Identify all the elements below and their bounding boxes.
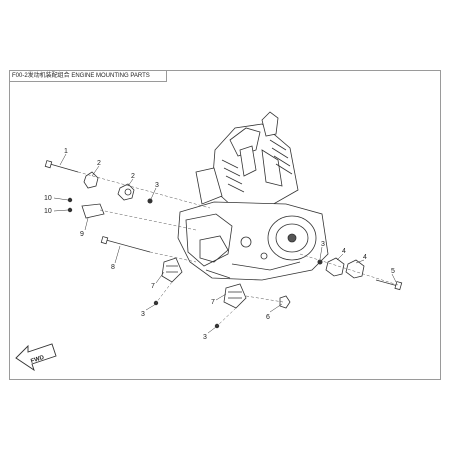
engine-assembly — [177, 111, 329, 281]
callout-4a: 4 — [342, 248, 346, 255]
callout-1: 1 — [64, 148, 68, 155]
callout-10a: 10 — [44, 195, 52, 202]
callout-5: 5 — [391, 268, 395, 275]
part-2-bushing-b — [117, 183, 135, 201]
part-4-bushing-b — [345, 259, 365, 279]
part-8-bolt — [100, 236, 151, 253]
part-2-bushing-a — [83, 171, 99, 189]
callout-3a: 3 — [155, 182, 159, 189]
callout-9: 9 — [80, 231, 84, 238]
callout-10b: 10 — [44, 208, 52, 215]
part-5-bolt — [375, 279, 403, 291]
callout-7b: 7 — [211, 299, 215, 306]
fwd-arrow-icon: FWD — [15, 343, 57, 372]
callout-4b: 4 — [363, 254, 367, 261]
part-4-bushing-a — [325, 257, 345, 277]
part-6-nut — [279, 295, 291, 309]
callout-3d: 3 — [321, 241, 325, 248]
assembly-guide-lines — [77, 171, 399, 327]
part-9-spacer-tube — [67, 197, 105, 219]
part-7-bracket-right — [223, 283, 247, 309]
callout-3c: 3 — [203, 334, 207, 341]
callout-leaders — [53, 153, 397, 334]
callout-6: 6 — [266, 314, 270, 321]
diagram-title: F00-2发动机装配组合 ENGINE MOUNTING PARTS — [9, 70, 167, 82]
callout-2b: 2 — [131, 173, 135, 180]
callout-3b: 3 — [141, 311, 145, 318]
callout-2a: 2 — [97, 160, 101, 167]
part-1-long-bolt — [44, 160, 79, 173]
callout-8: 8 — [111, 264, 115, 271]
diagram-border — [9, 70, 441, 380]
fwd-label: FWD — [30, 355, 45, 365]
part-7-bracket-left — [161, 257, 183, 283]
callout-labels: 1 2 2 3 10 10 9 8 7 3 7 3 6 3 4 4 5 — [44, 148, 395, 341]
callout-7a: 7 — [151, 283, 155, 290]
part-3-nut-upper — [147, 198, 153, 204]
